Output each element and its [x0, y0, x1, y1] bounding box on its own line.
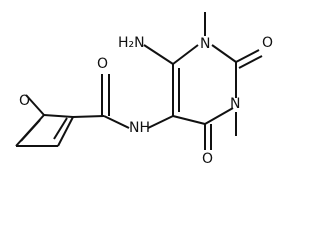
- atom-ring-carbonyl-bottom-oxygen: O: [202, 151, 213, 167]
- bond-carbonyl-to-nh: [103, 115, 130, 129]
- bond-ring-n3-c2: [211, 44, 237, 63]
- bond-furan-double-inner-right: [53, 117, 68, 140]
- bond-furan-c4-c5: [57, 116, 74, 147]
- bond-ring-c4-n3: [172, 44, 199, 65]
- atom-ring-carbonyl-top-oxygen: O: [262, 35, 273, 51]
- atom-ring-n-top: N: [200, 36, 210, 52]
- molecule-canvas: O O NH H₂N N N O O: [15, 12, 274, 167]
- bond-nh-to-ring: [147, 115, 174, 129]
- bond-furan-double-inner-left: [20, 119, 41, 142]
- bond-ring-c6-c5: [172, 115, 206, 125]
- bond-furan-o-c2: [25, 94, 45, 116]
- bond-ring-to-amino: [143, 44, 174, 65]
- atom-amino-group: H₂N: [118, 35, 145, 51]
- bond-furan-to-carbonyl: [72, 115, 105, 118]
- atom-amide-carbonyl-oxygen: O: [97, 56, 108, 72]
- atom-amide-nh: NH: [129, 120, 150, 136]
- bond-ring-n1-c6: [204, 107, 234, 125]
- atom-furan-oxygen: O: [19, 93, 30, 109]
- atom-ring-n-right: N: [230, 96, 240, 112]
- molecule-structure: O O NH H₂N N N O O: [15, 12, 273, 167]
- bond-ring-carbonyl-top-b: [238, 55, 263, 69]
- bond-ring-carbonyl-top-a: [235, 49, 260, 63]
- bond-furan-c5-o: [43, 114, 74, 118]
